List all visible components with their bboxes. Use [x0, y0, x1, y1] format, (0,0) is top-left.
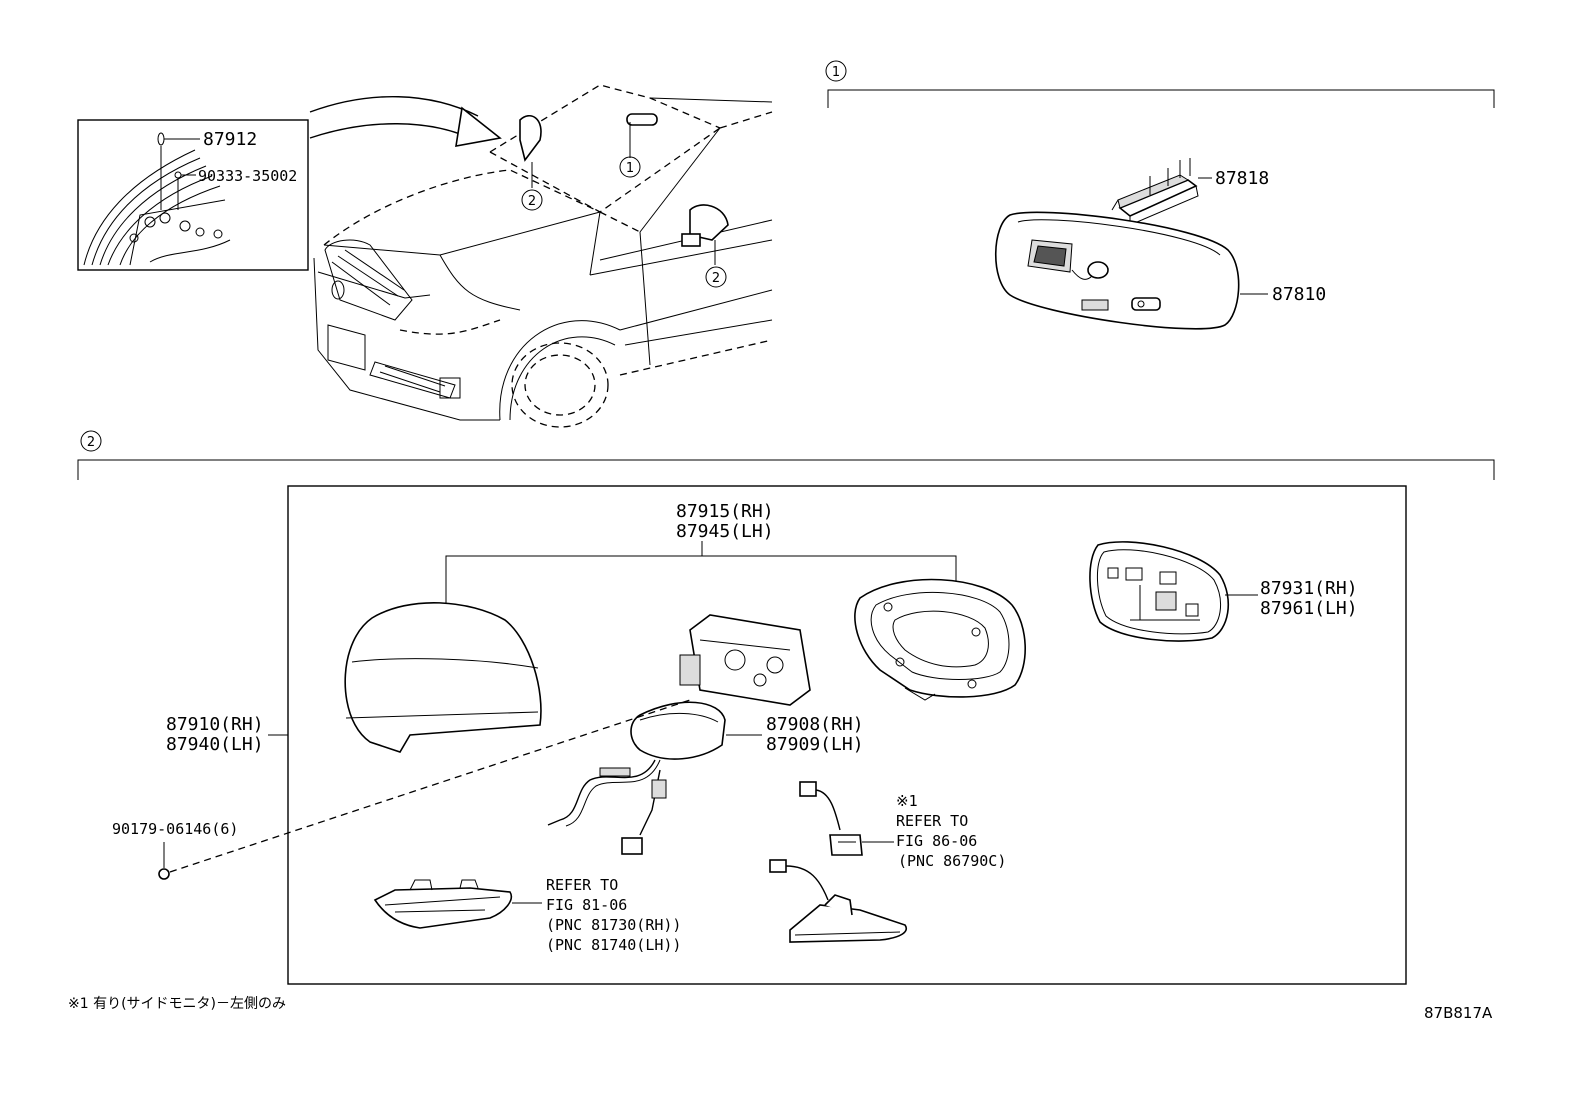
- inset-detail: 87912 90333-35002: [77, 119, 309, 271]
- section-2-callout: 2: [87, 435, 95, 450]
- label-90179-06146: 90179-06146(6): [112, 820, 238, 838]
- mirror-cover: [344, 601, 542, 753]
- bracket-87818: [1111, 158, 1212, 226]
- label-87910-rh: 87910(RH): [166, 714, 264, 735]
- section-2-outer-mirror: 2 87910(RH) 87940(LH) 87915(RH) 87945(LH…: [77, 430, 1495, 985]
- mirror-actuator-bracket: [547, 614, 811, 855]
- lamp-refer-line4: (PNC 81740(LH)): [546, 936, 681, 954]
- footnote: ※1 有り(サイドモニタ)－左側のみ: [68, 996, 286, 1012]
- lamp-refer-line2: FIG 81-06: [546, 896, 627, 914]
- label-87961-lh: 87961(LH): [1260, 598, 1358, 619]
- section-1-callout: 1: [832, 65, 840, 80]
- side-camera-part: [799, 781, 894, 856]
- turn-signal-lamp: [373, 879, 542, 929]
- car-illustration: 1 2 2: [313, 84, 773, 428]
- label-87915-rh: 87915(RH): [676, 501, 774, 522]
- callout-2-car-right: 2: [712, 271, 720, 286]
- label-87945-lh: 87945(LH): [676, 521, 774, 542]
- camera-note-mark: ※1: [896, 792, 918, 810]
- camera-refer-line3: (PNC 86790C): [898, 852, 1006, 870]
- inset-arrow: [309, 96, 502, 147]
- label-87940-lh: 87940(LH): [166, 734, 264, 755]
- section-1-room-mirror: 1 87818 87810: [825, 60, 1495, 330]
- label-90333-35002: 90333-35002: [198, 167, 297, 185]
- camera-refer-line2: FIG 86-06: [896, 832, 977, 850]
- mirror-housing-frame: [854, 578, 1026, 701]
- screw-90179: [158, 699, 691, 880]
- label-87909-lh: 87909(LH): [766, 734, 864, 755]
- lamp-refer-line1: REFER TO: [546, 876, 618, 894]
- figure-code: 87B817A: [1424, 1004, 1493, 1022]
- camera-refer-line1: REFER TO: [896, 812, 968, 830]
- lamp-refer-line3: (PNC 81730(RH)): [546, 916, 681, 934]
- mirror-87810: [995, 211, 1268, 330]
- mirror-base-cover: [769, 859, 907, 943]
- callout-2-car-left: 2: [528, 194, 536, 209]
- label-87908-rh: 87908(RH): [766, 714, 864, 735]
- label-87912: 87912: [203, 129, 257, 150]
- callout-1-car: 1: [626, 161, 634, 176]
- label-87931-rh: 87931(RH): [1260, 578, 1358, 599]
- mirror-glass: [1089, 541, 1258, 642]
- label-87810: 87810: [1272, 284, 1326, 305]
- label-87818: 87818: [1215, 168, 1269, 189]
